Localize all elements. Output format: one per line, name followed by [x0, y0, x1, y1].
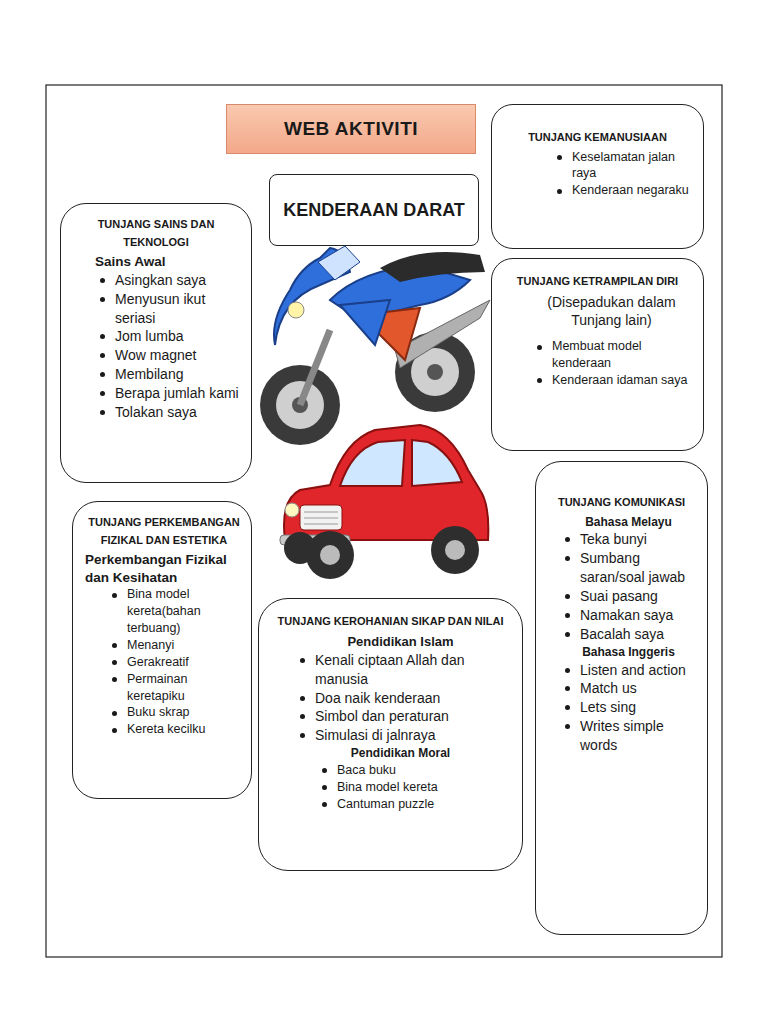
activity-item: Permainan keretapiku — [107, 671, 243, 705]
activity-item: Kenali ciptaan Allah dan manusia — [295, 651, 506, 689]
activity-item: Berapa jumlah kami — [95, 384, 241, 403]
activity-item: Bacalah saya — [560, 625, 697, 644]
activity-item: Teka bunyi — [560, 530, 697, 549]
strand-heading: TUNJANG KEMANUSIAAN — [506, 129, 689, 147]
topic-box: KENDERAAN DARAT — [269, 174, 479, 246]
strand-heading: TUNJANG KEROHANIAN SIKAP DAN NILAI — [275, 613, 506, 631]
activity-item: Tolakan saya — [95, 403, 241, 422]
activity-item: Keselamatan jalan raya — [552, 149, 689, 183]
activity-item: Kenderaan negaraku — [552, 182, 689, 199]
strand-box: TUNJANG KOMUNIKASI Bahasa MelayuTeka buny… — [535, 461, 708, 935]
activity-item: Kenderaan idaman saya — [532, 372, 691, 389]
subject-heading: Pendidikan Islam — [295, 633, 506, 651]
diagram-title: WEB AKTIVITI — [284, 118, 418, 140]
title-box: WEB AKTIVITI — [226, 104, 476, 154]
strand-heading: TUNJANG SAINS DAN TEKNOLOGI — [71, 216, 241, 251]
activity-item: Suai pasang — [560, 587, 697, 606]
note-text: (Disepadukan dalam Tunjang lain) — [532, 293, 691, 331]
activity-item: Jom lumba — [95, 327, 241, 346]
activity-item: Lets sing — [560, 698, 697, 717]
activity-item: Cantuman puzzle — [317, 796, 506, 813]
activity-item: Membilang — [95, 365, 241, 384]
strand-heading: TUNJANG KETRAMPILAN DIRI — [504, 273, 691, 291]
activity-item: Namakan saya — [560, 606, 697, 625]
strand-box: TUNJANG PERKEMBANGAN FIZIKAL DAN ESTETIK… — [72, 501, 252, 799]
activity-item: Writes simple words — [560, 717, 697, 755]
activity-item: Listen and action — [560, 661, 697, 680]
activity-item: Gerakreatif — [107, 654, 243, 671]
activity-item: Buku skrap — [107, 704, 243, 721]
strand-heading: TUNJANG KOMUNIKASI — [546, 494, 697, 512]
activity-item: Match us — [560, 679, 697, 698]
car-picture — [280, 425, 488, 579]
strand-box: TUNJANG SAINS DAN TEKNOLOGI Sains AwalAsi… — [60, 203, 252, 483]
activity-item: Kereta kecilku — [107, 721, 243, 738]
activity-item: Bina model kereta — [317, 779, 506, 796]
activity-item: Menyusun ikut seriasi — [95, 290, 241, 328]
activity-item: Simulasi di jalnraya — [295, 726, 506, 745]
strand-box: TUNJANG KEROHANIAN SIKAP DAN NILAI Pendid… — [258, 598, 523, 871]
activity-item: Wow magnet — [95, 346, 241, 365]
subject-heading: Bahasa Inggeris — [560, 644, 697, 661]
topic-title: KENDERAAN DARAT — [283, 199, 465, 222]
activity-item: Doa naik kenderaan — [295, 689, 506, 708]
strand-heading: TUNJANG PERKEMBANGAN FIZIKAL DAN ESTETIK… — [85, 514, 243, 549]
outer-frame — [46, 85, 722, 957]
subject-heading: Sains Awal — [95, 253, 241, 271]
activity-item: Asingkan saya — [95, 271, 241, 290]
subject-heading: Perkembangan Fizikal dan Kesihatan — [85, 551, 243, 586]
subject-heading: Pendidikan Moral — [295, 745, 506, 762]
motorcycle-picture — [260, 246, 490, 445]
strand-box: TUNJANG KETRAMPILAN DIRI (Disepadukan dal… — [491, 258, 704, 451]
activity-item: Membuat model kenderaan — [532, 338, 691, 372]
activity-item: Baca buku — [317, 762, 506, 779]
activity-item: Menanyi — [107, 637, 243, 654]
activity-item: Sumbang saran/soal jawab — [560, 549, 697, 587]
activity-item: Bina model kereta(bahan terbuang) — [107, 586, 243, 637]
strand-box: TUNJANG KEMANUSIAAN Keselamatan jalan ray… — [491, 104, 704, 249]
subject-heading: Bahasa Melayu — [560, 514, 697, 531]
activity-item: Simbol dan peraturan — [295, 707, 506, 726]
